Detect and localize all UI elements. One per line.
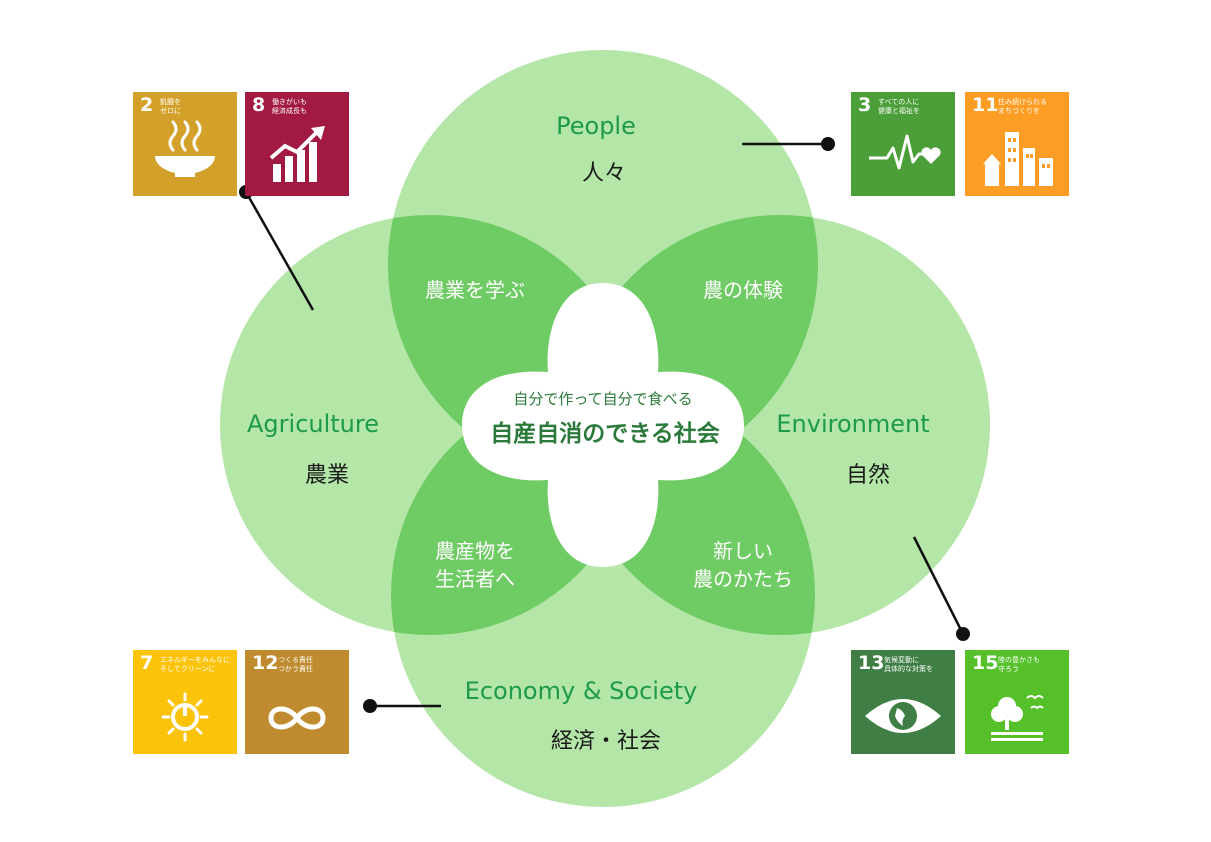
sdg-tile-3: 3 すべての人に 健康と福祉を — [851, 92, 955, 196]
growth-chart-icon — [269, 126, 325, 182]
sdg-number: 8 — [252, 94, 266, 116]
sdg-caption: 陸の豊かさも 守ろう — [998, 656, 1040, 673]
tree-birds-icon — [991, 695, 1044, 741]
sdg-number: 2 — [140, 94, 154, 116]
sdg-caption: つくる責任 つかう責任 — [278, 656, 313, 673]
dot-environment — [956, 627, 970, 641]
label-people-en: People — [556, 112, 636, 140]
sdg-caption: 住み続けられる まちづくりを — [998, 98, 1047, 115]
sdg-number: 11 — [972, 94, 999, 116]
petal-label-learn: 農業を学ぶ — [425, 278, 525, 302]
dot-economy — [363, 699, 377, 713]
petal-label-produce-1: 農産物を — [435, 539, 515, 563]
petal-label-produce-2: 生活者へ — [435, 567, 515, 591]
label-environment-jp: 自然 — [846, 463, 890, 488]
petal-label-new-2: 農のかたち — [693, 567, 793, 591]
petal-label-new-1: 新しい — [713, 539, 773, 563]
heartbeat-icon — [869, 134, 941, 170]
sdg-tile-8: 8 働きがいも 経済成長も — [245, 92, 349, 196]
sdg-tile-15: 15 陸の豊かさも 守ろう — [965, 650, 1069, 754]
sdg-tile-12: 12 つくる責任 つかう責任 — [245, 650, 349, 754]
petal-label-experience: 農の体験 — [703, 278, 783, 302]
label-economy-jp: 経済・社会 — [551, 729, 661, 754]
dot-people — [821, 137, 835, 151]
eye-globe-icon — [865, 699, 941, 733]
connector-agriculture — [244, 191, 315, 311]
sdg-number: 15 — [972, 652, 999, 674]
connector-environment — [912, 536, 965, 635]
label-economy-en: Economy & Society — [465, 677, 698, 705]
buildings-icon — [983, 132, 1053, 186]
connector-layer — [244, 142, 965, 708]
label-agriculture-jp: 農業 — [305, 463, 349, 488]
sdg-caption: エネルギーをみんなに そしてクリーンに — [160, 656, 230, 673]
sdg-tile-11: 11 住み続けられる まちづくりを — [965, 92, 1069, 196]
label-environment-en: Environment — [776, 410, 929, 438]
sdg-number: 12 — [252, 652, 279, 674]
infinity-icon — [268, 706, 326, 730]
center-title: 自産自消のできる社会 — [490, 420, 720, 447]
bowl-icon — [155, 120, 215, 177]
sdg-number: 7 — [140, 652, 154, 674]
label-agriculture-en: Agriculture — [247, 410, 379, 438]
center-shape — [462, 283, 744, 567]
sdg-number: 13 — [858, 652, 885, 674]
sdg-caption: 働きがいも 経済成長も — [272, 98, 307, 115]
sdg-number: 3 — [858, 94, 872, 116]
sdg-tile-2: 2 飢餓を ゼロに — [133, 92, 237, 196]
sdg-tile-13: 13 気候変動に 具体的な対策を — [851, 650, 955, 754]
center-subtitle: 自分で作って自分で食べる — [513, 390, 692, 408]
sdg-caption: すべての人に 健康と福祉を — [878, 98, 920, 115]
label-people-jp: 人々 — [582, 161, 626, 186]
power-sun-icon — [161, 692, 209, 742]
sdg-tile-7: 7 エネルギーをみんなに そしてクリーンに — [133, 650, 237, 754]
sdg-caption: 気候変動に 具体的な対策を — [884, 656, 933, 673]
sdg-caption: 飢餓を ゼロに — [160, 98, 181, 115]
